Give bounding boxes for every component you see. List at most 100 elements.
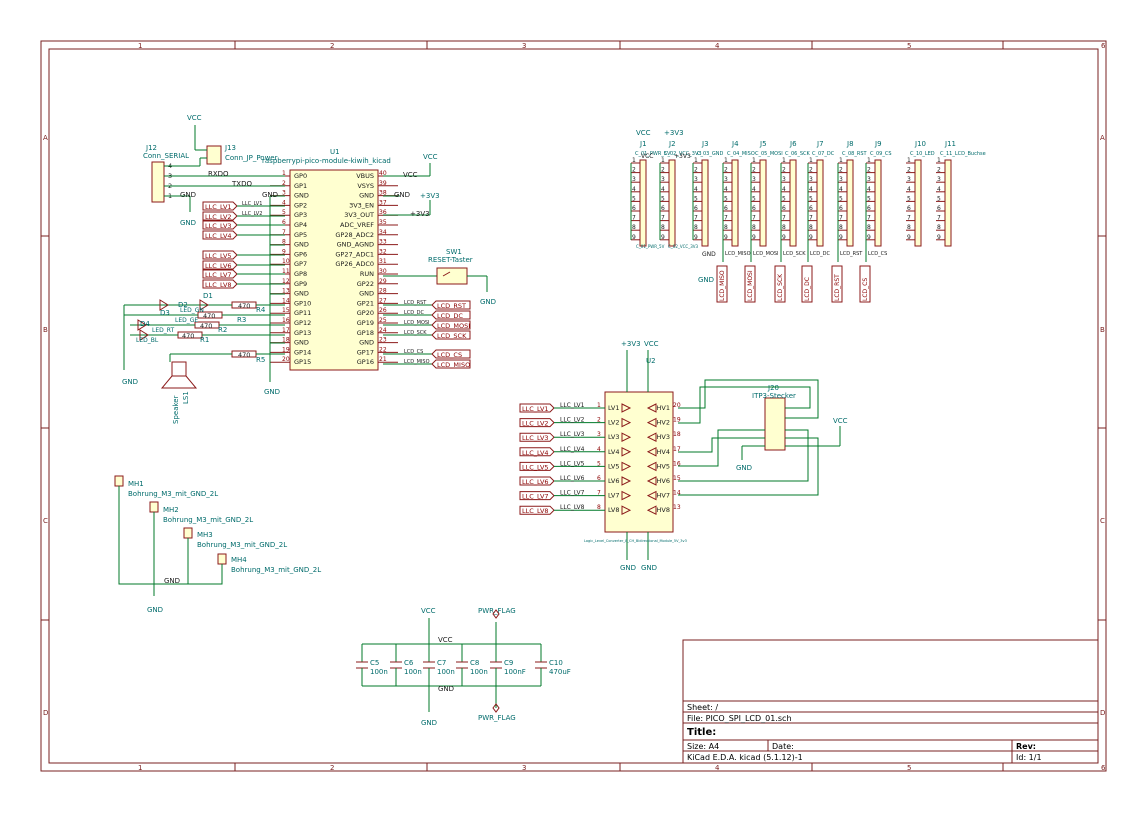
mcu-pin-name: GP22: [357, 280, 374, 288]
header-net: LCD_MISO: [725, 251, 751, 257]
mcu-pin-name: GP21: [357, 299, 374, 307]
header-pin: 7: [907, 215, 911, 222]
header-net: LCD_CS: [868, 251, 887, 257]
frame-col-label: 3: [522, 42, 526, 50]
u2-pin-number: 19: [673, 417, 681, 424]
svg-text:VCC: VCC: [833, 417, 848, 425]
header-body: [816, 159, 824, 247]
itp3-connector-j20[interactable]: J20 ITP3-Stecker GND VCC: [678, 379, 848, 496]
cap-ref: C6: [404, 659, 414, 667]
connector-j12[interactable]: J12 Conn_SERIAL 43 21 RXDO TXDO GND GND: [143, 144, 285, 227]
header-pin: 3: [752, 176, 756, 183]
mcu-pin-number: 31: [379, 258, 387, 265]
header-pin: 8: [724, 224, 728, 231]
header-pin: 1: [694, 157, 698, 164]
svg-text:GND: GND: [180, 191, 196, 199]
level-converter-u2[interactable]: U2 +3V3 VCC GND GND Logic_Level_Converte…: [519, 340, 687, 572]
mcu-pin-number: 12: [282, 278, 290, 285]
cap-value: 100n: [370, 668, 388, 676]
svg-text:D1: D1: [203, 292, 213, 300]
reset-switch-sw1[interactable]: SW1 RESET-Taster GND: [428, 248, 496, 306]
mcu-pin-name: GP15: [294, 358, 311, 366]
llc-label-text: LLC_LV3: [205, 222, 232, 230]
svg-text:D3: D3: [160, 309, 170, 317]
frame-row-label: C: [1100, 517, 1105, 525]
mcu-pin-number: 16: [282, 317, 290, 324]
u2-llc-wire: LLC_LV7: [560, 490, 585, 497]
u2-pin-name: HV8: [657, 506, 670, 514]
svg-text:R3: R3: [237, 316, 246, 324]
header-value: C_02_VCC_3V3: [664, 151, 702, 157]
mcu-pin-name: GP5: [294, 231, 307, 239]
mcu-pin-name: GP26_ADC0: [335, 260, 374, 268]
speaker-ls1[interactable]: Speaker LS1: [160, 361, 198, 424]
llc-global-label: [202, 211, 238, 221]
svg-text:GND: GND: [394, 191, 410, 199]
svg-text:LED_RT: LED_RT: [152, 327, 174, 334]
u2-llc-wire: LLC_LV5: [560, 460, 585, 467]
u1-ref: U1: [330, 148, 340, 156]
svg-text:+3V3: +3V3: [420, 192, 440, 200]
header-pin: 4: [632, 186, 636, 193]
mcu-pin-name: GP1: [294, 182, 307, 190]
mcu-pin-number: 1: [282, 170, 286, 177]
header-pin: 4: [752, 186, 756, 193]
mcu-pin-number: 30: [379, 268, 387, 275]
u2-pin-number: 6: [597, 475, 601, 482]
svg-text:J13: J13: [224, 144, 236, 152]
mounting-holes[interactable]: MH1 Bohrung_M3_mit_GND_2L MH2 Bohrung_M3…: [114, 475, 321, 614]
svg-text:GND: GND: [164, 577, 180, 585]
llc-label-text: LLC_LV7: [205, 271, 232, 279]
u2-llc-global-label: [519, 491, 555, 501]
header-ref: J4: [731, 140, 739, 148]
mcu-pin-number: 9: [282, 248, 286, 255]
header-pin: 1: [937, 157, 941, 164]
mcu-pin-number: 14: [282, 297, 290, 304]
svg-text:470: 470: [200, 322, 212, 330]
header-pin: 9: [867, 234, 871, 241]
mcu-pin-number: 19: [282, 346, 290, 353]
header-body: [944, 159, 952, 247]
lcd-headers[interactable]: J1C_01_PWR_5V123456789J2C_02_VCC_3V31234…: [630, 140, 986, 303]
connector-j13[interactable]: J13 Conn_JP_Power VCC: [164, 114, 278, 167]
decoupling-caps[interactable]: VCC VCC GND GND PWR_FLAG PWR_FLAG C5100n…: [356, 607, 571, 727]
lcd-label-text: LCD_SCK: [437, 332, 467, 340]
mcu-u1[interactable]: U1 raspberrypi-pico-module-kiwih_kicad 1…: [262, 148, 398, 371]
header-pin: 4: [661, 186, 665, 193]
mcu-pin-name: GP0: [294, 172, 307, 180]
svg-text:R2: R2: [218, 326, 227, 334]
header-pin: 9: [809, 234, 813, 241]
header-pin: 7: [782, 215, 786, 222]
header-pin: 5: [782, 195, 786, 202]
u2-pin-name: HV4: [657, 448, 670, 456]
svg-text:GND: GND: [736, 464, 752, 472]
lcd-wire-label: LCD_MOSI: [404, 320, 430, 326]
u2-pin-number: 20: [673, 402, 681, 409]
lcd-global-label: [431, 349, 471, 359]
header-pin: 8: [752, 224, 756, 231]
rxd-label: RXDO: [208, 170, 229, 178]
svg-text:Speaker: Speaker: [172, 395, 180, 424]
header-value: C_10_LED: [910, 151, 935, 157]
header-power: VCC +3V3 GND: [636, 129, 714, 284]
u2-pin-name: HV6: [657, 477, 670, 485]
llc-wire-label: LLC_LV2: [242, 211, 262, 217]
header-pin: 1: [661, 157, 665, 164]
header-pin: 9: [752, 234, 756, 241]
header-global-label: [716, 265, 728, 303]
header-pin: 9: [632, 234, 636, 241]
lcd-wire-label: LCD_CS: [404, 349, 423, 355]
cap-value: 100n: [404, 668, 422, 676]
header-pin: 5: [809, 195, 813, 202]
u2-pin-name: LV4: [608, 448, 620, 456]
mcu-pin-name: GND_AGND: [337, 241, 374, 249]
mcu-pin-number: 15: [282, 307, 290, 314]
lcd-label-text: LCD_RST: [437, 302, 466, 310]
header-pin: 7: [867, 215, 871, 222]
header-pin: 6: [937, 205, 941, 212]
header-value: C_06_SCK: [785, 151, 811, 157]
mcu-pin-number: 32: [379, 248, 387, 255]
svg-text:LED_BL: LED_BL: [136, 337, 159, 344]
u2-llc-global-label: [519, 447, 555, 457]
